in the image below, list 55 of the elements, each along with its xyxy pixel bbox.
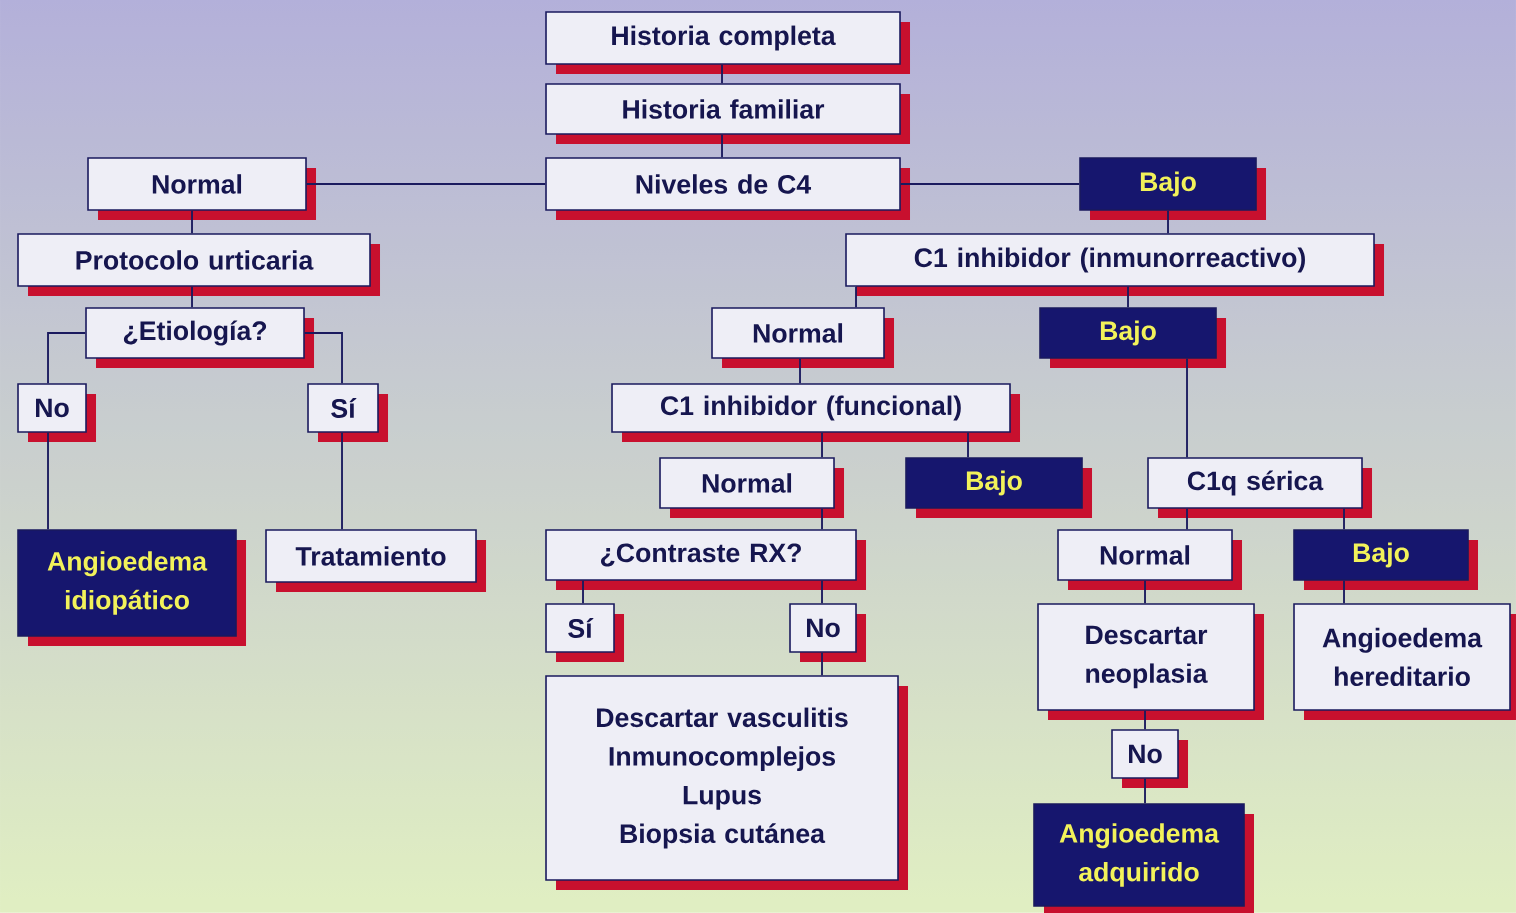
- process-box: Historia familiar: [545, 83, 910, 144]
- process-box: Normal: [87, 157, 316, 220]
- connector-line: [721, 63, 723, 85]
- process-box: Normal: [1057, 529, 1242, 590]
- connector-line: [899, 183, 1081, 185]
- result-box: Bajo: [905, 457, 1092, 518]
- process-box: C1 inhibidor (funcional): [611, 383, 1020, 442]
- process-box: C1 inhibidor (inmunorreactivo): [845, 233, 1384, 296]
- connector-line: [305, 183, 547, 185]
- connector-line: [821, 651, 823, 677]
- connector-line: [821, 507, 823, 531]
- process-box: Niveles de C4: [545, 157, 910, 220]
- process-box: Tratamiento: [265, 529, 486, 592]
- result-box: Angioedema adquirido: [1033, 803, 1254, 913]
- connector-line: [191, 285, 193, 309]
- connector-line: [1167, 209, 1169, 235]
- result-box: Bajo: [1293, 529, 1478, 590]
- process-box: Normal: [711, 307, 894, 368]
- connector-line: [47, 431, 49, 531]
- process-box: Sí: [307, 383, 388, 442]
- process-box: Protocolo urticaria: [17, 233, 380, 296]
- connector-line: [1144, 709, 1146, 731]
- process-box: No: [17, 383, 96, 442]
- connector-line: [341, 431, 343, 531]
- process-box: Normal: [659, 457, 844, 518]
- process-box: ¿Contraste RX?: [545, 529, 866, 590]
- connector-line: [1144, 579, 1146, 605]
- connector-line: [582, 579, 584, 605]
- result-box: Bajo: [1039, 307, 1226, 368]
- connector-line: [1144, 777, 1146, 805]
- process-box: Descartar neoplasia: [1037, 603, 1264, 720]
- connector-line: [1343, 579, 1345, 605]
- process-box: Descartar vasculitis Inmunocomplejos Lupus Biopsia cutánea: [545, 675, 908, 890]
- connector-line: [821, 431, 823, 459]
- connector-line: [1343, 507, 1345, 531]
- connector-line: [191, 209, 193, 235]
- result-box: Bajo: [1079, 157, 1266, 220]
- connector-line: [1186, 357, 1188, 459]
- result-box: Angioedema idiopático: [17, 529, 246, 646]
- connector-line: [967, 431, 969, 459]
- process-box: Historia completa: [545, 11, 910, 74]
- connector-line: [799, 357, 801, 385]
- process-box: No: [1111, 729, 1188, 788]
- connector-line: [821, 579, 823, 605]
- process-box: Sí: [545, 603, 624, 662]
- process-box: ¿Etiología?: [85, 307, 314, 368]
- connector-line: [721, 133, 723, 159]
- connector-line: [303, 332, 343, 385]
- process-box: C1q sérica: [1147, 457, 1372, 518]
- connector-line: [1127, 285, 1129, 309]
- process-box: Angioedema hereditario: [1293, 603, 1516, 720]
- connector-line: [47, 332, 87, 385]
- connector-line: [1186, 507, 1188, 531]
- process-box: No: [789, 603, 866, 662]
- connector-line: [855, 285, 857, 309]
